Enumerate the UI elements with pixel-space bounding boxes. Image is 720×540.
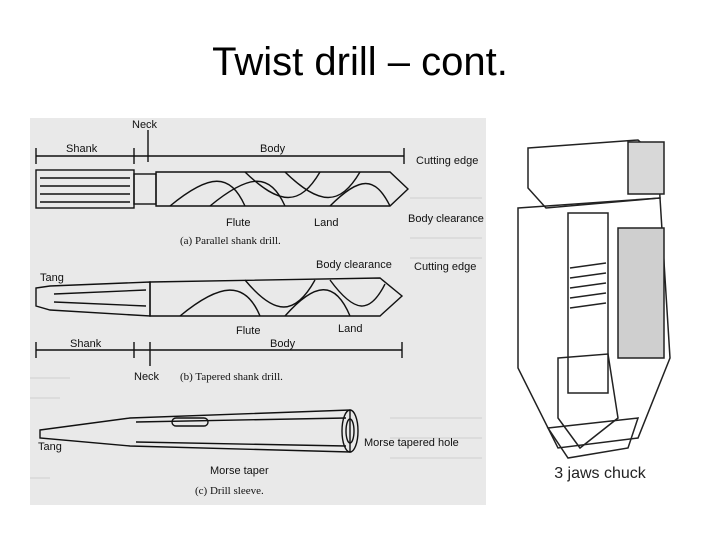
label-shank-top: Shank	[66, 143, 98, 155]
label-land-top: Land	[314, 217, 338, 229]
label-body-clearance-mid: Body clearance	[316, 259, 392, 271]
chuck-diagram	[488, 118, 700, 505]
label-body-mid: Body	[270, 338, 296, 350]
label-cutting-edge-top: Cutting edge	[416, 155, 478, 167]
caption-tapered-shank: (b) Tapered shank drill.	[180, 371, 283, 383]
label-morse-tapered-hole: Morse tapered hole	[364, 437, 459, 449]
label-flute-top: Flute	[226, 217, 250, 229]
label-cutting-edge-mid: Cutting edge	[414, 261, 476, 273]
caption-drill-sleeve: (c) Drill sleeve.	[195, 485, 264, 497]
twist-drill-diagram-svg: Neck Shank Body Cutting edge Flute Land …	[30, 119, 484, 497]
twist-drill-diagram: Neck Shank Body Cutting edge Flute Land …	[30, 118, 486, 505]
label-neck-mid: Neck	[134, 371, 160, 383]
label-morse-taper: Morse taper	[210, 465, 269, 477]
label-flute-mid: Flute	[236, 325, 260, 337]
label-land-mid: Land	[338, 323, 362, 335]
label-body-clearance-top: Body clearance	[408, 213, 484, 225]
chuck-diagram-svg	[517, 139, 671, 459]
chuck-caption: 3 jaws chuck	[554, 465, 646, 482]
label-tang-bottom: Tang	[38, 441, 62, 453]
label-neck-top: Neck	[132, 119, 158, 131]
label-shank-mid: Shank	[70, 338, 102, 350]
slide-title: Twist drill – cont.	[212, 40, 508, 84]
caption-parallel-shank: (a) Parallel shank drill.	[180, 235, 281, 247]
label-body-top: Body	[260, 143, 286, 155]
label-tang-mid: Tang	[40, 272, 64, 284]
